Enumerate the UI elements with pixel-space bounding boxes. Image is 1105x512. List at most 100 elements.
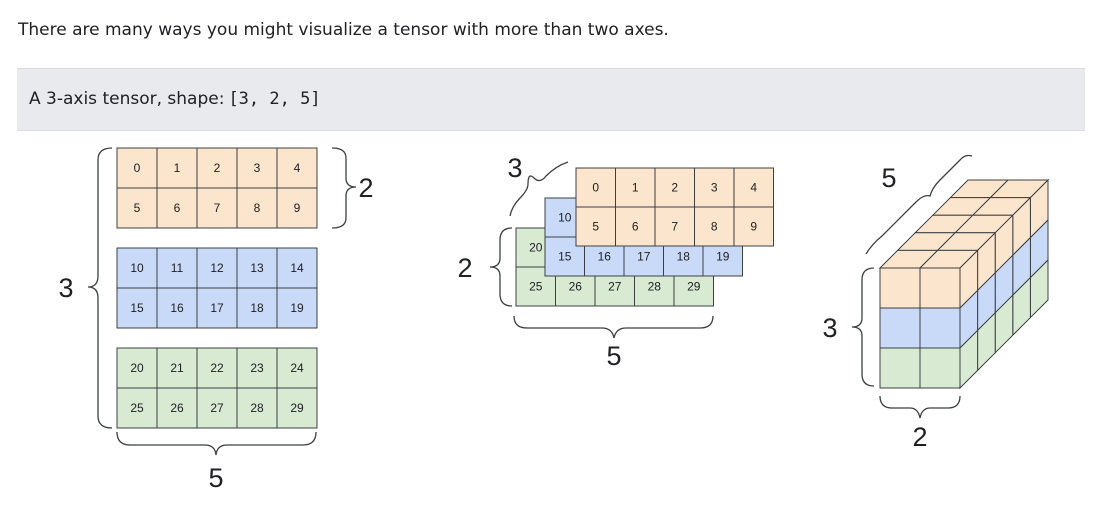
view1-layer1-cell-value: 11: [171, 261, 184, 275]
view1-layer1-cell: [156, 287, 198, 329]
view2-layer2-cell-value: 25: [529, 280, 543, 294]
view1-layer1-cell-value: 13: [250, 261, 264, 275]
view1-layer2-cell: [116, 347, 158, 389]
view1-layer2-cell: [276, 347, 318, 389]
intro-text: There are many ways you might visualize …: [18, 20, 669, 40]
view1-layer2-cell-value: 28: [250, 401, 264, 415]
view1-layer0-cell-value: 7: [214, 201, 221, 215]
view1-layer1-cell: [276, 247, 318, 289]
view1-layer1-cell: [236, 247, 278, 289]
view3-height-brace: [851, 267, 875, 387]
view1-layer1-cell-value: 14: [290, 261, 304, 275]
view1-layer2-cell-value: 25: [130, 401, 144, 415]
view1-layer1-cell-value: 16: [170, 301, 184, 315]
view2-axis0-label: 3: [507, 153, 522, 183]
view2-layer0-cell: [733, 206, 774, 247]
view1-layer0-cell-value: 2: [214, 161, 221, 175]
view2-layer0-cell-value: 4: [750, 181, 757, 195]
view2-layer0-cell-value: 5: [592, 220, 599, 234]
view2-layer2-cell-value: 20: [529, 241, 543, 255]
view2-layer0-cell-value: 0: [592, 181, 599, 195]
view1-layer0-cell: [276, 187, 318, 229]
view1-layer2-cell-value: 23: [250, 361, 264, 375]
view1-cols-label: 5: [208, 463, 223, 493]
caption-shape: [3, 2, 5]: [228, 89, 321, 109]
view1-layer1-cell: [116, 287, 158, 329]
view1-layer2-cell-value: 20: [130, 361, 144, 375]
view2-layer0-cell-value: 9: [750, 220, 757, 234]
view1-layer2-cell: [236, 387, 278, 429]
view2-layer0-cell: [654, 206, 695, 247]
view1-layer0-cell-value: 8: [254, 201, 261, 215]
view2-layer2-cell-value: 27: [608, 280, 622, 294]
view3-width-label: 2: [912, 422, 927, 452]
view1-layer1-cell-value: 12: [210, 261, 224, 275]
view1-layer0-cell-value: 3: [254, 161, 261, 175]
view3-cube: 5 3 2: [822, 154, 1050, 452]
view2-layer1-cell-value: 10: [558, 211, 572, 225]
view1-rows-label: 2: [358, 173, 373, 203]
view2-cols-brace: [513, 315, 714, 339]
view1-axis0-brace: [87, 147, 113, 429]
view3-depth-brace: [865, 154, 973, 255]
view2-layer0-cell-value: 2: [671, 181, 678, 195]
view1-layer0-cell: [236, 147, 278, 189]
view1-layer0-cell-value: 9: [294, 201, 301, 215]
view2-layer1-cell-value: 19: [716, 250, 730, 264]
caption: A 3-axis tensor, shape:[3, 2, 5]: [29, 89, 321, 109]
view1-layer0-cell-value: 5: [134, 201, 141, 215]
view3-front-face-cell: [919, 307, 961, 349]
view1-layer1-cell-value: 10: [130, 261, 144, 275]
view2-layer2-cell-value: 29: [687, 280, 701, 294]
view1-layer0-cell-value: 1: [174, 161, 181, 175]
view2-axis0-brace: [509, 161, 569, 217]
view1-layer2-cell-value: 29: [290, 401, 304, 415]
view1-cols-brace: [116, 431, 317, 456]
view3-width-brace: [879, 395, 961, 419]
view2-layer1-cell-value: 15: [558, 250, 572, 264]
view3-front-face-cell: [919, 267, 961, 309]
view1-layer1-cell: [276, 287, 318, 329]
view2-layer0-cell-value: 3: [711, 181, 718, 195]
view2-layer0-cell-value: 8: [711, 220, 718, 234]
view1-layer2-cell-value: 22: [210, 361, 224, 375]
view1-layer0-cell-value: 6: [174, 201, 181, 215]
view1-layer1-cell-value: 17: [210, 301, 224, 315]
view1-layer1-cell: [196, 287, 238, 329]
view1-layer2-cell-value: 21: [170, 361, 184, 375]
caption-label: A 3-axis tensor, shape:: [29, 89, 225, 109]
view1-layer2-cell-value: 26: [170, 401, 184, 415]
view1-layer0-cell-value: 4: [294, 161, 301, 175]
view2-layer1-cell-value: 17: [637, 250, 651, 264]
view2-rows-brace: [489, 227, 513, 307]
view3-front-face-cell: [879, 347, 921, 389]
view2-layer0-cell: [615, 167, 656, 208]
view1-layer0-cell: [156, 187, 198, 229]
view1-layer1-cell: [156, 247, 198, 289]
view2-cols-label: 5: [606, 341, 621, 371]
view2-layer0-cell: [654, 167, 695, 208]
view2-layer1-cell-value: 18: [677, 250, 691, 264]
view1-layer2-cell: [276, 387, 318, 429]
view2-layer2-cell-value: 26: [569, 280, 583, 294]
view1-layer1-cell-value: 19: [290, 301, 304, 315]
view2-layer2-cell-value: 28: [648, 280, 662, 294]
view1-layer0-cell-value: 0: [134, 161, 141, 175]
view1-layer1-cell-value: 15: [130, 301, 144, 315]
view1-layer1-cell: [236, 287, 278, 329]
view3-front-face-cell: [879, 307, 921, 349]
view3-front-face-cell: [879, 267, 921, 309]
view3-height-label: 3: [822, 313, 837, 343]
view1-layer2-cell: [116, 387, 158, 429]
view2-rows-label: 2: [457, 253, 472, 283]
view2-layer0-cell-value: 6: [632, 220, 639, 234]
view2-layer0-cell: [733, 167, 774, 208]
view2-layer1-cell-value: 16: [598, 250, 612, 264]
view3-front-face-cell: [919, 347, 961, 389]
view1-layer0-cell: [196, 187, 238, 229]
caption-bar: A 3-axis tensor, shape:[3, 2, 5]: [17, 68, 1085, 131]
view1-layer2-cell-value: 27: [210, 401, 224, 415]
view2-layer0-cell-value: 1: [632, 181, 639, 195]
